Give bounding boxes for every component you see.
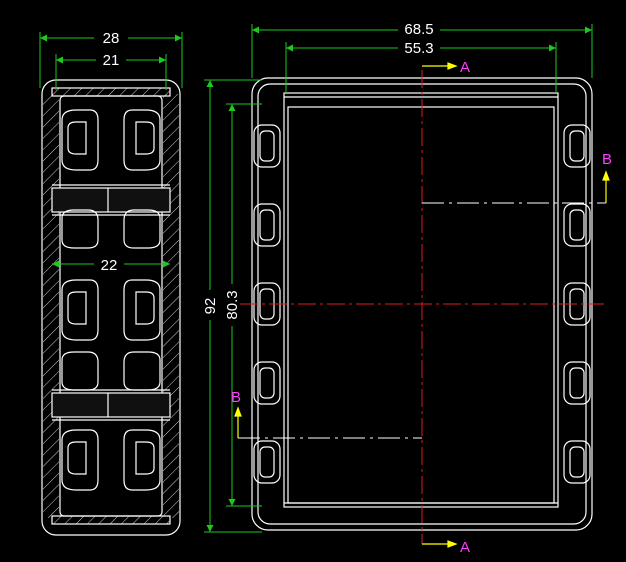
section-b-label-left: B xyxy=(231,389,241,406)
side-section-view xyxy=(41,79,181,536)
top-inner-panel xyxy=(287,106,555,504)
side-top-hatch xyxy=(51,87,171,97)
side-bottom-hatch xyxy=(51,515,171,525)
section-a-top-arrow-icon xyxy=(447,62,458,70)
side-dim-inner-width: 21 xyxy=(103,52,120,69)
side-inner-cavity xyxy=(59,95,163,517)
section-b-left-arrow-icon xyxy=(234,406,242,417)
section-a-bottom-arrow-icon xyxy=(447,540,458,548)
section-a-label-top: A xyxy=(460,59,470,76)
side-rib-lower xyxy=(51,392,171,418)
top-dim-inner-height: 80.3 xyxy=(224,290,241,319)
top-slots-right xyxy=(563,124,591,484)
side-dim-middle-width: 22 xyxy=(101,257,118,274)
centerlines xyxy=(240,70,604,544)
section-a-label-bottom: A xyxy=(460,539,470,556)
section-b-lines xyxy=(238,202,606,439)
side-dim-overall-width: 28 xyxy=(103,30,120,47)
top-dim-inner-width: 55.3 xyxy=(404,40,433,57)
side-snap-clips-right xyxy=(123,109,161,491)
top-slots-left xyxy=(253,124,281,484)
section-b-label-right: B xyxy=(602,151,612,168)
side-wall-right-hatch xyxy=(163,94,179,518)
section-arrows xyxy=(234,62,610,548)
top-dim-overall-width: 68.5 xyxy=(404,21,433,38)
side-outer-shell xyxy=(41,79,181,536)
top-dim-overall-height: 92 xyxy=(202,298,219,315)
section-b-right-arrow-icon xyxy=(602,170,610,181)
side-wall-left-hatch xyxy=(43,94,59,518)
side-snap-clips-left xyxy=(61,109,99,491)
top-dimensions xyxy=(204,24,593,533)
top-inner-frame xyxy=(283,92,559,508)
side-rib-upper xyxy=(51,187,171,213)
